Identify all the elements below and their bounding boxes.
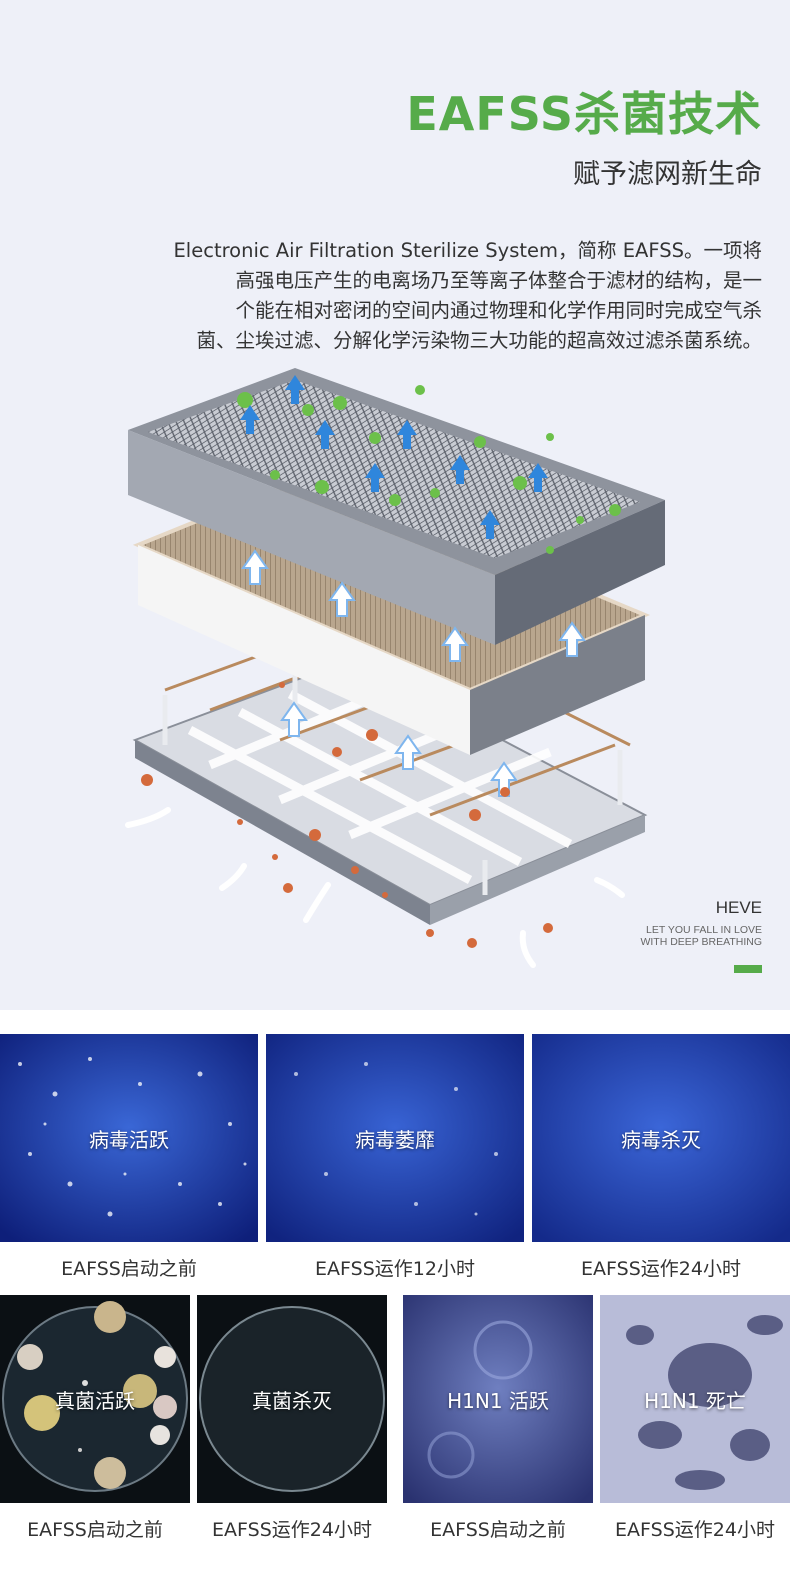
panel-label: H1N1 活跃 (447, 1388, 549, 1413)
intake-arrows (125, 807, 625, 968)
panel-label: 病毒萎靡 (355, 1127, 435, 1152)
panel-label: H1N1 死亡 (644, 1388, 746, 1413)
panel-caption: EAFSS运作24小时 (212, 1519, 372, 1541)
panel-label: 真菌活跃 (55, 1388, 135, 1413)
brand-block: HEVE LET YOU FALL IN LOVE WITH DEEP BREA… (640, 898, 762, 973)
h1n1-panel-active: H1N1 活跃 (403, 1295, 593, 1503)
panel-caption: EAFSS启动之前 (61, 1258, 197, 1280)
brand-tagline: LET YOU FALL IN LOVE (646, 924, 762, 936)
brand-accent-bar (734, 965, 762, 973)
airflow-arrows-blue (240, 375, 548, 539)
panel-caption: EAFSS运作24小时 (615, 1519, 775, 1541)
panel-caption: EAFSS启动之前 (430, 1519, 566, 1541)
description: Electronic Air Filtration Sterilize Syst… (128, 236, 762, 356)
panel-label: 病毒杀灭 (621, 1127, 701, 1152)
description-line: Electronic Air Filtration Sterilize Syst… (173, 239, 762, 262)
fungus-panel-active: 真菌活跃 (0, 1295, 190, 1503)
panel-label: 病毒活跃 (89, 1127, 169, 1152)
virus-panel-killed: 病毒杀灭 (532, 1034, 790, 1242)
virus-panel-active: 病毒活跃 (0, 1034, 258, 1242)
panel-caption: EAFSS启动之前 (27, 1519, 163, 1541)
contaminant-particles (141, 682, 553, 948)
panel-label: 真菌杀灭 (252, 1388, 332, 1413)
description-line: 个能在相对密闭的空间内通过物理和化学作用同时完成空气杀 (235, 299, 762, 322)
panel-caption: EAFSS运作12小时 (315, 1258, 475, 1280)
page-title: EAFSS杀菌技术 (406, 87, 762, 141)
h1n1-panel-dead: H1N1 死亡 (600, 1295, 790, 1503)
filter-illustration (125, 368, 665, 968)
airflow-arrows-white (241, 549, 586, 797)
description-line: 高强电压产生的电离场乃至等离子体整合于滤材的结构，是一 (235, 269, 762, 292)
fungus-panel-killed: 真菌杀灭 (197, 1295, 387, 1503)
description-line: 菌、尘埃过滤、分解化学污染物三大功能的超高效过滤杀菌系统。 (196, 329, 762, 352)
panel-caption: EAFSS运作24小时 (581, 1258, 741, 1280)
brand-name: HEVE (715, 898, 762, 917)
brand-tagline: WITH DEEP BREATHING (640, 936, 762, 948)
virus-panel-weakened: 病毒萎靡 (266, 1034, 524, 1242)
mesh-layer (128, 368, 665, 645)
page-subtitle: 赋予滤网新生命 (573, 159, 762, 190)
clean-particles (237, 385, 621, 554)
